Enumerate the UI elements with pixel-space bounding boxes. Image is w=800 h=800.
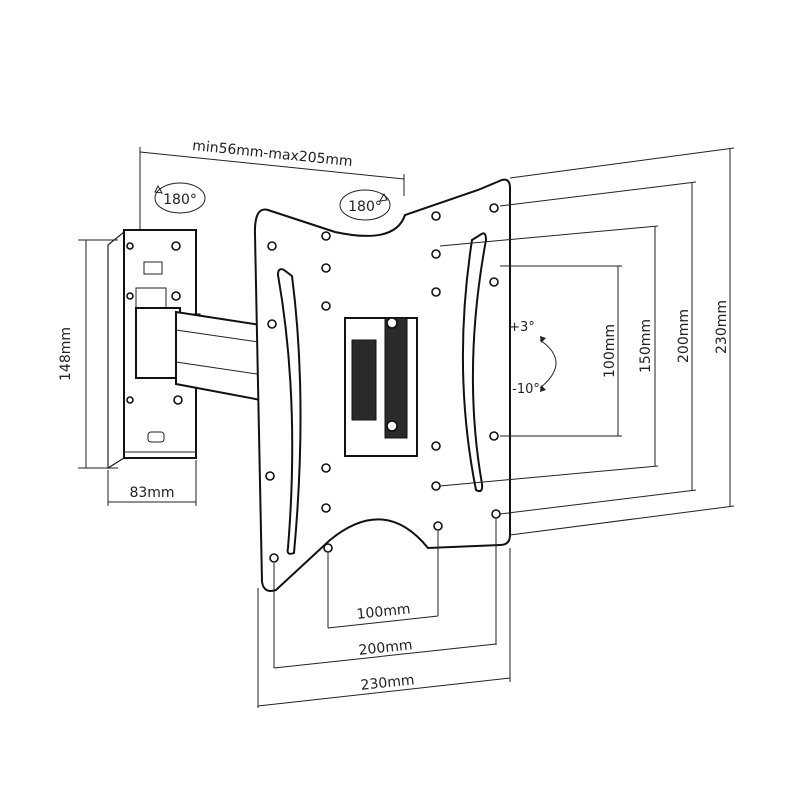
rotation-arrow-icon: 180° [154, 182, 206, 214]
tv-mounting-plate [253, 178, 511, 592]
wall-plate-height-dimension: 148mm [58, 239, 118, 469]
vesa-v-100-label: 100mm [602, 324, 618, 378]
vesa-h-100-label: 100mm [356, 601, 411, 623]
wall-plate-width-label: 83mm [129, 485, 174, 501]
vesa-horizontal-dimensions: 100mm 200mm 230mm [257, 519, 511, 708]
vesa-v-200-label: 200mm [676, 309, 692, 363]
vesa-h-200-label: 200mm [358, 637, 413, 659]
vesa-holes [265, 203, 501, 563]
tilt-arrow-icon: +3° -10° [509, 320, 557, 397]
wall-plate-height-label: 148mm [58, 327, 74, 381]
vesa-v-150-label: 150mm [638, 319, 654, 373]
tilt-up-label: +3° [509, 320, 535, 335]
rotation-right-label: 180° [348, 199, 382, 215]
vesa-v-230-label: 230mm [714, 300, 730, 354]
vesa-h-230-label: 230mm [360, 672, 415, 694]
vesa-vertical-dimensions: 100mm 150mm 200mm 230mm [439, 147, 735, 536]
rotation-arrow-icon: 180° [339, 189, 391, 221]
wall-plate-width-dimension: 83mm [107, 460, 197, 506]
tilt-down-label: -10° [512, 382, 540, 397]
rotation-left-label: 180° [163, 192, 197, 208]
